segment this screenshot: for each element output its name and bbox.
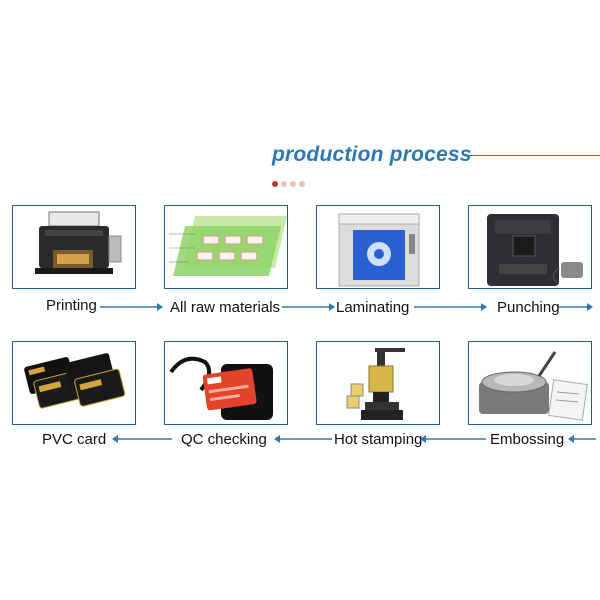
- arrow-right: [282, 303, 335, 311]
- pvc-card-box: [12, 341, 136, 425]
- arrow-left: [274, 435, 332, 443]
- embossing-machine-icon: [479, 351, 588, 421]
- arrow-left: [112, 435, 172, 443]
- laminator-icon: [338, 213, 420, 287]
- printing-box: [12, 205, 136, 289]
- arrow-right: [558, 303, 593, 311]
- arrow-right: [100, 303, 163, 311]
- arrow-right: [414, 303, 487, 311]
- printer-icon: [35, 211, 122, 274]
- step-label-laminating: Laminating: [336, 299, 410, 316]
- raw-materials-box: [164, 205, 288, 289]
- card-reader-icon: [169, 356, 273, 420]
- step-label-qc-checking: QC checking: [181, 431, 267, 448]
- title-underline: [464, 155, 600, 156]
- step-label-raw-materials: All raw materials: [170, 299, 281, 316]
- step-label-punching: Punching: [497, 299, 560, 316]
- carousel-dots: [272, 174, 308, 192]
- step-label-hot-stamping: Hot stamping: [334, 431, 423, 448]
- cards-icon: [24, 353, 126, 409]
- page-title: production process: [272, 143, 472, 166]
- dot[interactable]: [281, 181, 287, 187]
- dot[interactable]: [299, 181, 305, 187]
- punching-box: [468, 205, 592, 289]
- embossing-box: [468, 341, 592, 425]
- arrow-left: [568, 435, 596, 443]
- dot[interactable]: [290, 181, 296, 187]
- dot-active[interactable]: [272, 181, 278, 187]
- arrow-left: [420, 435, 486, 443]
- step-label-pvc-card: PVC card: [42, 431, 107, 448]
- laminating-box: [316, 205, 440, 289]
- qc-checking-box: [164, 341, 288, 425]
- step-label-embossing: Embossing: [490, 431, 565, 448]
- punching-machine-icon: [487, 214, 583, 286]
- hot-stamping-box: [316, 341, 440, 425]
- hot-stamping-machine-icon: [346, 348, 405, 420]
- step-label-printing: Printing: [46, 297, 97, 314]
- layered-sheet-icon: [169, 216, 287, 276]
